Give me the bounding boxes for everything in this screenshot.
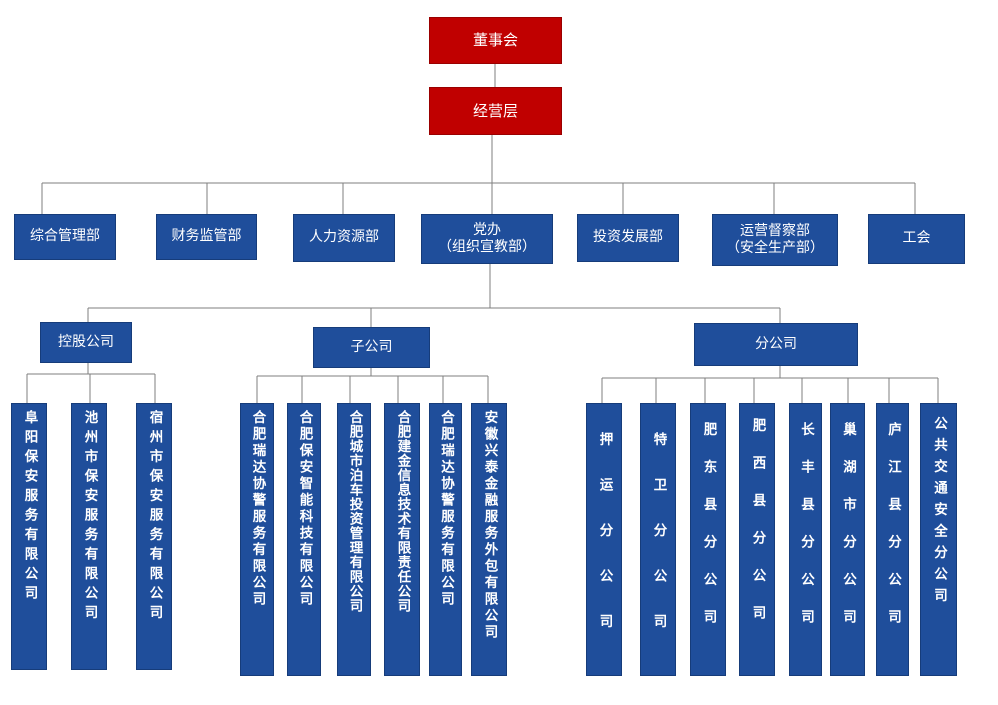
dept-label: 投资发展部	[593, 229, 663, 246]
company-label: 肥西县分公司	[749, 418, 766, 643]
group-branch: 分公司	[694, 323, 858, 366]
company-label: 合肥城市泊车投资管理有限公司	[346, 410, 363, 613]
dept-operations-inspection: 运营督察部 （安全生产部）	[712, 214, 838, 266]
company-chizhou-security: 池州市保安服务有限公司	[71, 403, 107, 670]
board-label: 董事会	[472, 31, 518, 50]
group-holding: 控股公司	[40, 322, 132, 363]
company-label: 阜阳保安服务有限公司	[21, 410, 38, 605]
dept-party-office: 党办 （组织宣教部）	[421, 214, 553, 264]
dept-label: 综合管理部	[30, 228, 100, 245]
company-hefei-parking: 合肥城市泊车投资管理有限公司	[337, 403, 371, 676]
company-anhui-xingtai-outsourcing: 安徽兴泰金融服务外包有限公司	[471, 403, 507, 676]
company-label: 特卫分公司	[650, 432, 667, 660]
company-label: 池州市保安服务有限公司	[81, 410, 98, 625]
branch-special-guard: 特卫分公司	[640, 403, 676, 676]
branch-feidong: 肥东县分公司	[690, 403, 726, 676]
dept-investment-development: 投资发展部	[577, 214, 679, 262]
dept-human-resources: 人力资源部	[293, 214, 395, 262]
group-label: 控股公司	[58, 333, 114, 350]
group-subsidiary: 子公司	[313, 327, 430, 368]
company-label: 押运分公司	[596, 432, 613, 660]
company-label: 合肥保安智能科技有限公司	[296, 410, 313, 608]
company-label: 巢湖市分公司	[839, 422, 856, 647]
company-label: 宿州市保安服务有限公司	[146, 410, 163, 625]
branch-escort: 押运分公司	[586, 403, 622, 676]
management-node: 经营层	[429, 87, 562, 135]
branch-lujiang: 庐江县分公司	[876, 403, 909, 676]
company-label: 合肥建金信息技术有限责任公司	[394, 410, 411, 613]
company-hefei-jianjin-it: 合肥建金信息技术有限责任公司	[384, 403, 420, 676]
company-hefei-ruida-police-2: 合肥瑞达协警服务有限公司	[429, 403, 462, 676]
company-label: 安徽兴泰金融服务外包有限公司	[481, 410, 498, 641]
group-label: 分公司	[755, 335, 797, 352]
branch-feixi: 肥西县分公司	[739, 403, 775, 676]
company-label: 公共交通安全分公司	[930, 416, 947, 610]
company-label: 合肥瑞达协警服务有限公司	[249, 410, 266, 608]
company-hefei-security-tech: 合肥保安智能科技有限公司	[287, 403, 321, 676]
company-suzhou-security: 宿州市保安服务有限公司	[136, 403, 172, 670]
dept-finance-supervision: 财务监管部	[156, 214, 257, 260]
branch-changfeng: 长丰县分公司	[789, 403, 822, 676]
dept-label: 财务监管部	[171, 228, 242, 245]
management-label: 经营层	[472, 101, 518, 120]
board-node: 董事会	[429, 17, 562, 64]
branch-public-transport-safety: 公共交通安全分公司	[920, 403, 957, 676]
dept-labor-union: 工会	[868, 214, 965, 264]
company-label: 合肥瑞达协警服务有限公司	[437, 410, 454, 608]
company-label: 肥东县分公司	[700, 422, 717, 647]
company-label: 长丰县分公司	[797, 422, 814, 647]
group-label: 子公司	[350, 338, 393, 355]
dept-label: 工会	[902, 230, 931, 247]
company-hefei-ruida-police-1: 合肥瑞达协警服务有限公司	[240, 403, 274, 676]
branch-chaohu: 巢湖市分公司	[830, 403, 865, 676]
dept-label: 党办 （组织宣教部）	[438, 221, 536, 256]
dept-label: 人力资源部	[309, 229, 379, 246]
dept-general-management: 综合管理部	[14, 214, 116, 260]
company-fuyang-security: 阜阳保安服务有限公司	[11, 403, 47, 670]
dept-label: 运营督察部 （安全生产部）	[726, 222, 824, 257]
company-label: 庐江县分公司	[884, 422, 901, 647]
